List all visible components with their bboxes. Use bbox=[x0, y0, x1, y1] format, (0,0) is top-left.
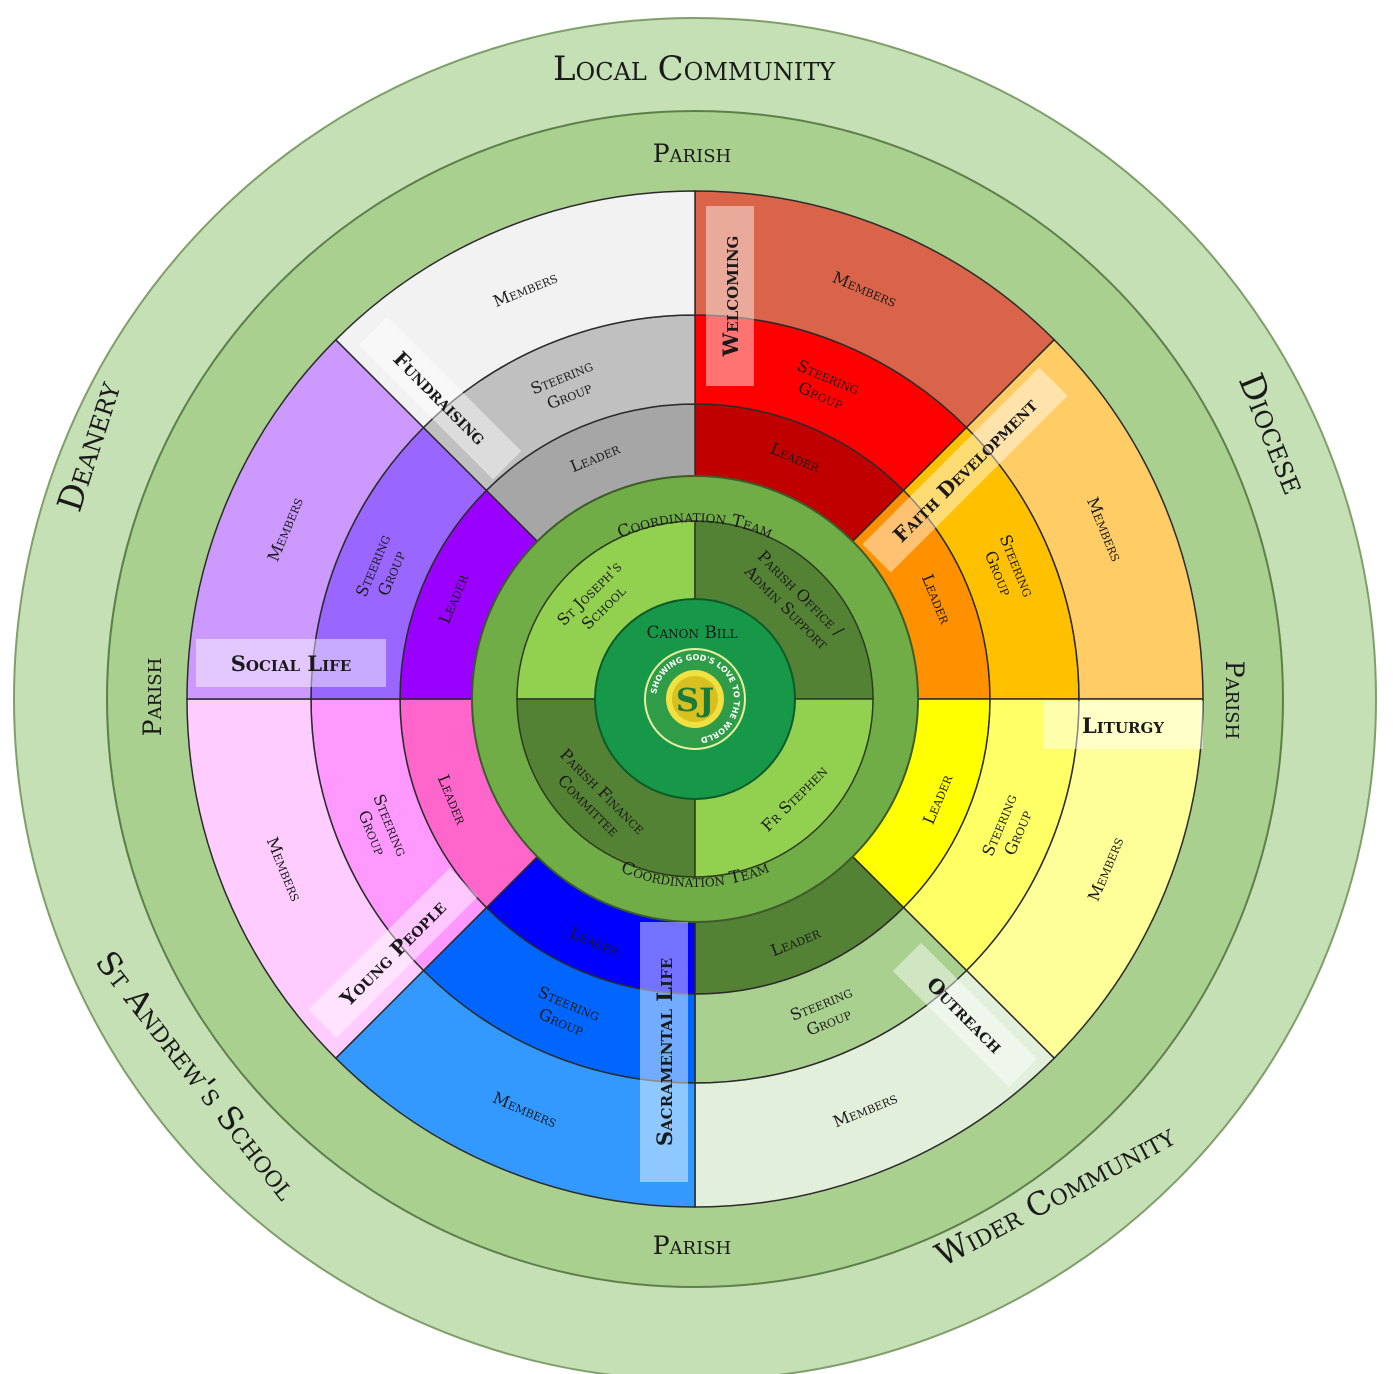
ministry-social-life-label: Social Life bbox=[196, 639, 386, 687]
parish-label-left: Parish bbox=[138, 658, 167, 737]
faith-development-members-segment bbox=[965, 338, 1204, 700]
young-people-members-segment bbox=[186, 698, 425, 1060]
center-title: Canon Bill bbox=[646, 623, 737, 643]
svg-text:Welcoming: Welcoming bbox=[718, 236, 743, 358]
sacramental-life-members-segment bbox=[334, 969, 696, 1208]
social-life-members-segment bbox=[186, 338, 425, 700]
svg-text:Sacramental Life: Sacramental Life bbox=[652, 958, 677, 1146]
parish-label-bottom: Parish bbox=[653, 1231, 732, 1260]
logo-mark: SJ bbox=[676, 681, 714, 719]
parish-label-top: Parish bbox=[653, 139, 732, 168]
local-community-label: Local Community bbox=[553, 49, 836, 89]
ministry-liturgy-label: Liturgy bbox=[1043, 701, 1203, 749]
fundraising-members-segment bbox=[334, 190, 696, 429]
ministry-sacramental-life-label: Sacramental Life bbox=[640, 922, 688, 1182]
parish-label-right: Parish bbox=[1220, 661, 1249, 740]
svg-text:Liturgy: Liturgy bbox=[1082, 713, 1164, 738]
outreach-members-segment bbox=[694, 969, 1056, 1208]
svg-text:Social Life: Social Life bbox=[231, 651, 352, 676]
parish-logo: SJ SHOWING GOD'S LOVE TO THE WORLD bbox=[644, 648, 746, 750]
welcoming-members-segment bbox=[694, 190, 1056, 429]
liturgy-members-segment bbox=[965, 698, 1204, 1060]
ministry-welcoming-label: Welcoming bbox=[706, 206, 754, 386]
